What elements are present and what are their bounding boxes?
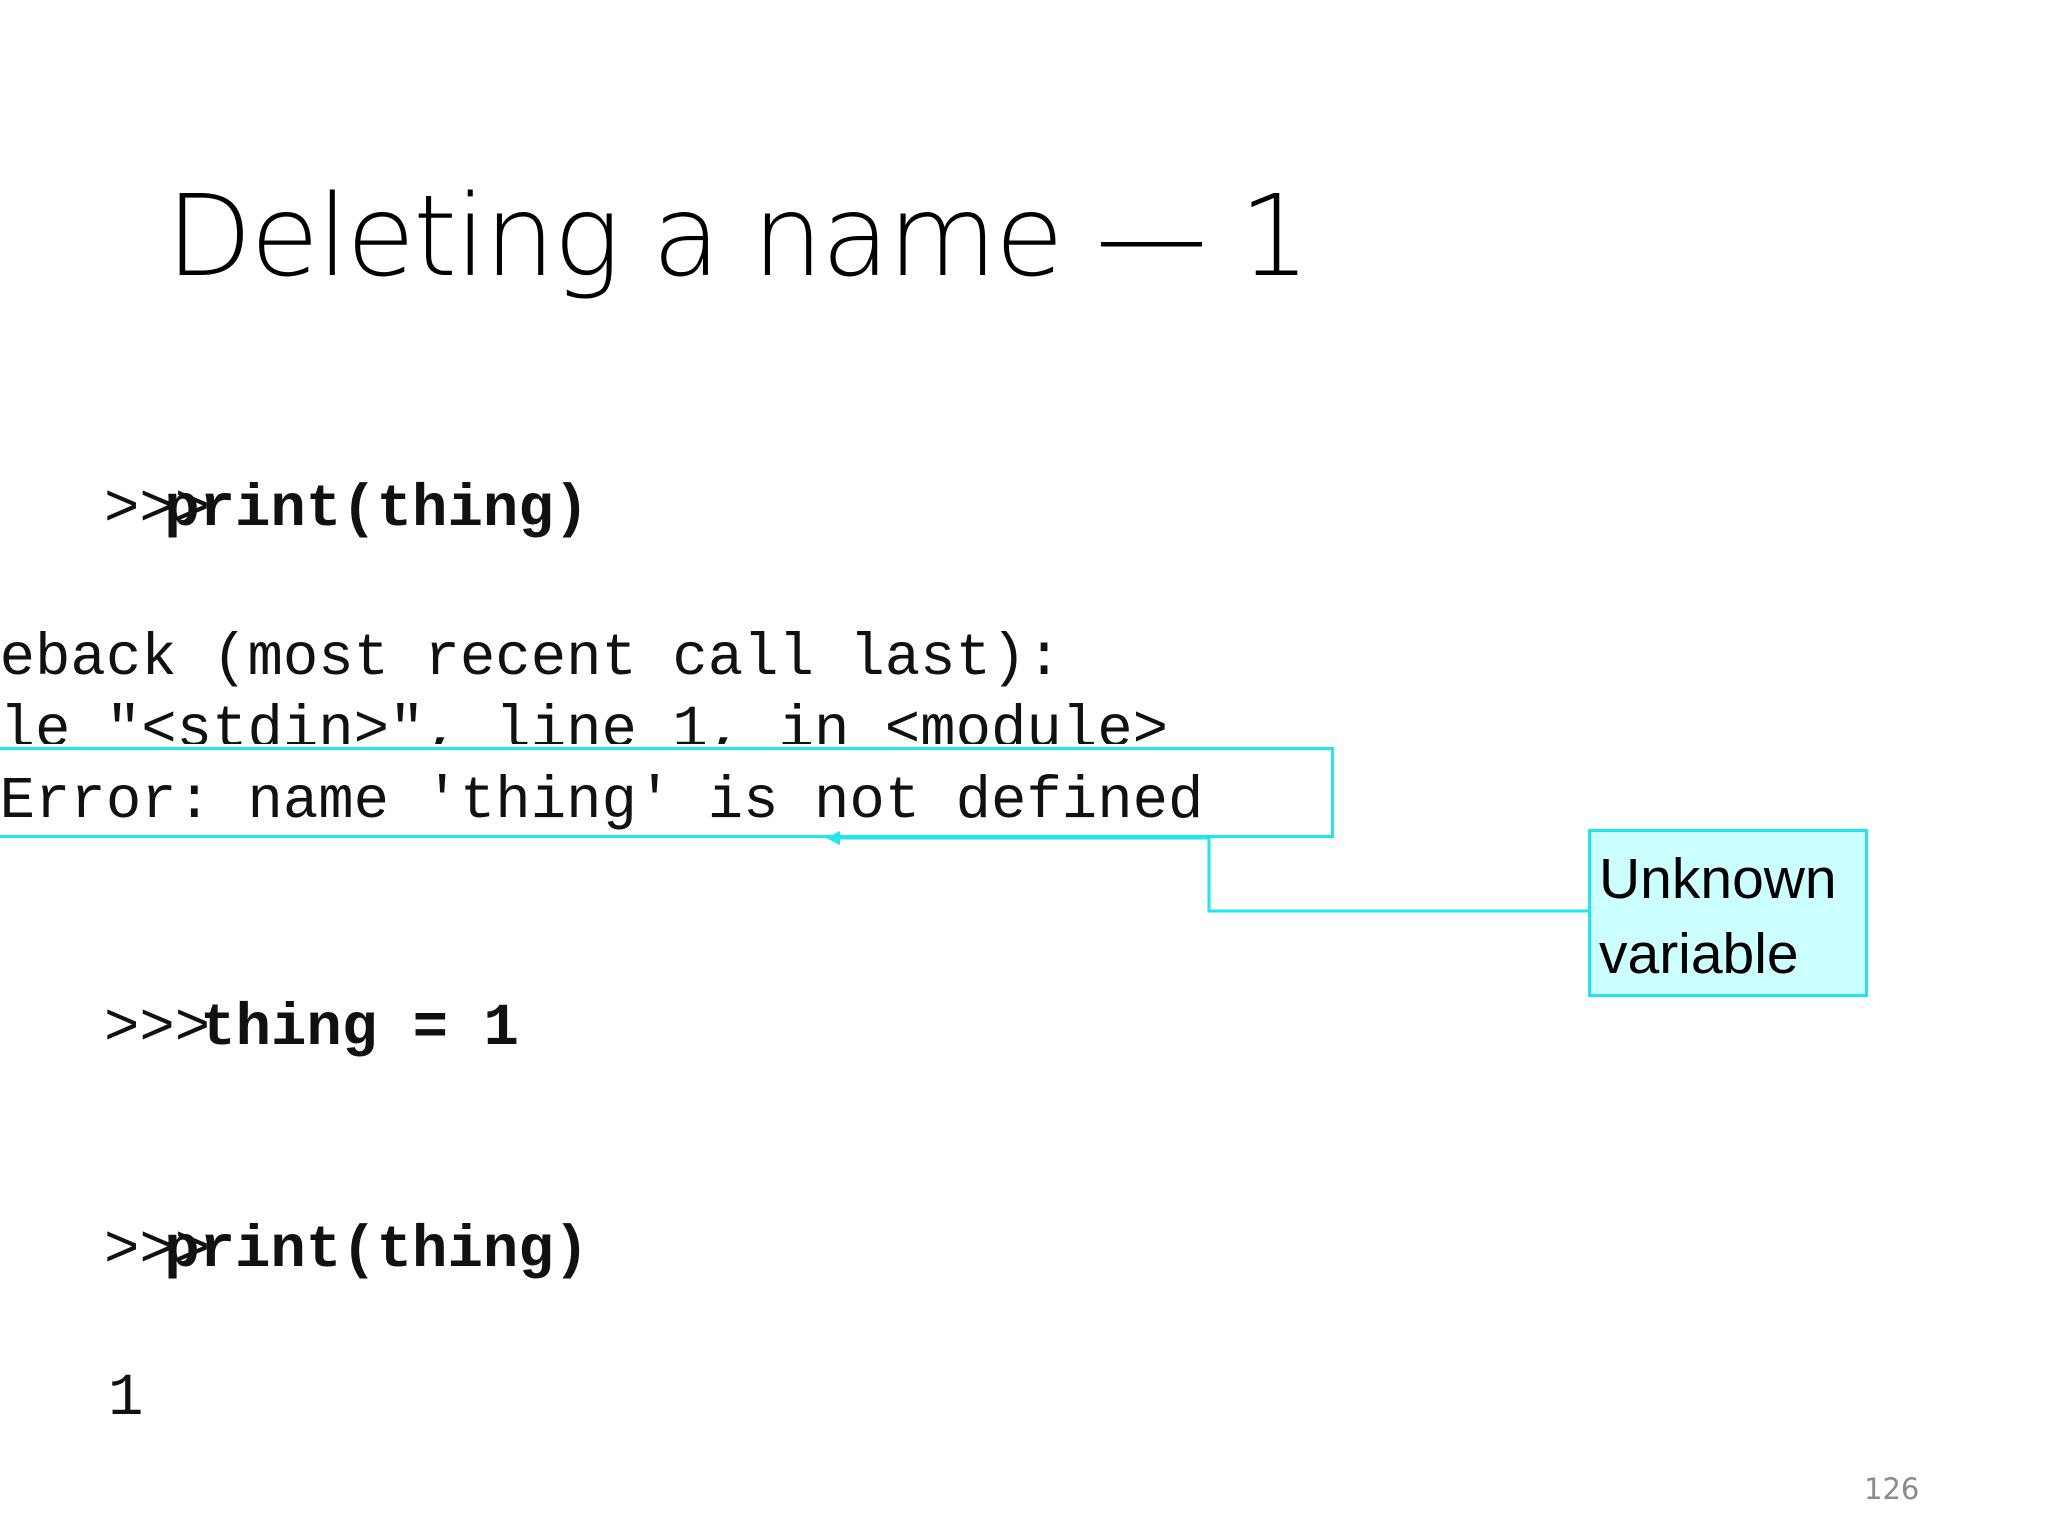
prompt: >>> — [104, 995, 211, 1062]
command-print-thing-2: print(thing) — [164, 1217, 590, 1284]
prompt: >>> — [104, 476, 211, 543]
code-line-command-2: >>>thing = 1 — [104, 994, 519, 1064]
output-value: 1 — [108, 1365, 144, 1432]
code-line-command-1: >>>print(thing) — [104, 475, 589, 545]
slide-title: Deleting a name — 1 — [166, 172, 1310, 302]
code-line-command-3: >>>print(thing) — [104, 1216, 589, 1286]
command-print-thing: print(thing) — [164, 476, 590, 543]
traceback-file-line: File "<stdin>", line 1, in <module> — [0, 697, 1169, 764]
prompt: >>> — [104, 1217, 211, 1284]
callout-line-1: Unknown — [1599, 847, 1837, 911]
callout-unknown-variable: Unknown variable — [1588, 829, 1868, 997]
traceback-header: Traceback (most recent call last): — [0, 625, 1062, 692]
page-number: 126 — [1864, 1472, 1920, 1506]
command-assign-thing: thing = 1 — [200, 995, 519, 1062]
callout-line-2: variable — [1599, 922, 1799, 986]
error-message: NameError: name 'thing' is not defined — [0, 768, 1204, 835]
